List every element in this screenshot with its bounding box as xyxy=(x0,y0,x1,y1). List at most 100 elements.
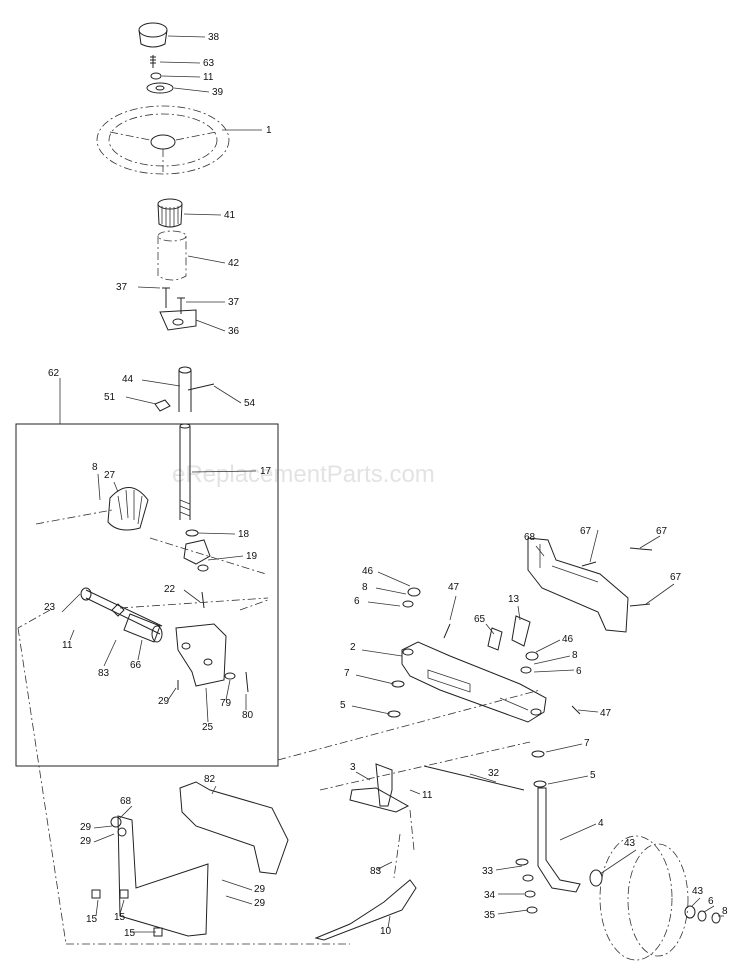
callout-labels: 38 63 11 39 1 41 42 37 37 36 62 44 51 54… xyxy=(44,32,728,939)
callout-67-b: 67 xyxy=(656,526,668,537)
leader-line xyxy=(485,623,495,635)
washer-11 xyxy=(150,72,162,80)
assembly-lines xyxy=(17,627,541,945)
callout-82: 82 xyxy=(204,774,216,785)
screw-22 xyxy=(201,591,205,609)
callout-8-inset: 8 xyxy=(92,462,98,473)
callout-65: 65 xyxy=(474,614,486,625)
leader-line xyxy=(137,286,161,289)
leader-line xyxy=(195,319,226,332)
callout-46-top: 46 xyxy=(362,566,374,577)
leader-line xyxy=(113,481,119,493)
centerline-b xyxy=(17,597,269,629)
bracket-36 xyxy=(159,309,197,331)
callout-66: 66 xyxy=(130,660,142,671)
leader-line xyxy=(119,899,125,915)
callout-51: 51 xyxy=(104,392,116,403)
leader-line xyxy=(355,771,371,781)
leader-line xyxy=(187,255,226,264)
leader-line xyxy=(205,687,209,723)
nut-51 xyxy=(154,399,171,412)
leader-line xyxy=(559,823,597,841)
callout-67-c: 67 xyxy=(670,572,682,583)
leader-line xyxy=(377,571,411,587)
leader-line xyxy=(167,687,177,701)
leader-line xyxy=(355,674,395,685)
callout-11-inset: 11 xyxy=(62,640,73,651)
callout-27: 27 xyxy=(104,470,116,481)
callout-6-right: 6 xyxy=(576,666,582,677)
washers-left xyxy=(387,587,421,718)
callout-19: 19 xyxy=(246,551,258,562)
steering-wheel-1 xyxy=(96,105,230,175)
callout-79: 79 xyxy=(220,698,232,709)
leader-line xyxy=(577,709,599,713)
callout-80: 80 xyxy=(242,710,254,721)
inset-box xyxy=(15,423,279,767)
leader-line xyxy=(197,532,236,535)
callout-43-b: 43 xyxy=(692,886,704,897)
centerline-c xyxy=(393,809,415,879)
callout-42: 42 xyxy=(228,258,240,269)
leader-line xyxy=(409,789,421,795)
callout-46-right: 46 xyxy=(562,634,574,645)
leader-line xyxy=(69,629,75,641)
gear-27 xyxy=(107,487,149,531)
drag-link-32 xyxy=(423,765,525,791)
leader-line xyxy=(141,379,181,387)
leader-line xyxy=(535,639,561,653)
callout-32: 32 xyxy=(488,768,500,779)
leader-line xyxy=(93,825,113,829)
leader-line xyxy=(361,649,403,657)
callout-47-top: 47 xyxy=(448,582,460,593)
callout-15-a: 15 xyxy=(86,914,98,925)
callout-43-a: 43 xyxy=(624,838,636,849)
callout-29-c: 29 xyxy=(254,884,266,895)
axle-support-68 xyxy=(527,537,629,633)
pinion-19 xyxy=(183,539,211,572)
callout-37-right: 37 xyxy=(228,297,240,308)
centerline-a xyxy=(35,509,267,575)
bolt-80 xyxy=(245,671,249,693)
spindle-3 xyxy=(349,763,410,813)
washers-right xyxy=(520,651,547,788)
roller-66 xyxy=(123,613,163,643)
callout-11-lower: 11 xyxy=(422,790,433,801)
callout-5-left: 5 xyxy=(340,700,346,711)
callout-22: 22 xyxy=(164,584,176,595)
leader-line xyxy=(497,909,529,915)
leader-line xyxy=(225,895,253,905)
leader-line xyxy=(159,61,201,64)
callout-13: 13 xyxy=(508,594,520,605)
leader-line xyxy=(599,849,637,875)
leader-line xyxy=(547,775,589,785)
leader-line xyxy=(103,639,117,667)
screw-63 xyxy=(150,55,156,68)
callout-23: 23 xyxy=(44,602,56,613)
leader-line xyxy=(691,897,701,907)
leader-line xyxy=(173,87,210,93)
leader-line xyxy=(97,473,101,501)
front-axle-2 xyxy=(401,641,547,723)
callout-54: 54 xyxy=(244,398,256,409)
callout-34: 34 xyxy=(484,890,496,901)
callout-44: 44 xyxy=(122,374,134,385)
callout-8-right: 8 xyxy=(572,650,578,661)
leader-line xyxy=(93,833,115,843)
bracket-68-lower xyxy=(110,815,209,937)
leader-line xyxy=(161,75,201,78)
callout-6-top: 6 xyxy=(354,596,360,607)
leader-line xyxy=(225,679,231,701)
leader-line xyxy=(533,669,575,673)
bolt-79 xyxy=(224,672,236,680)
callout-18: 18 xyxy=(238,529,250,540)
leader-line xyxy=(213,385,242,404)
callout-37-left: 37 xyxy=(116,282,128,293)
leader-line xyxy=(469,773,497,783)
leader-line xyxy=(535,545,545,557)
leader-line xyxy=(639,535,661,549)
callout-1: 1 xyxy=(266,125,272,136)
leader-line xyxy=(589,529,599,563)
callout-29-d: 29 xyxy=(254,898,266,909)
leader-line xyxy=(125,396,157,405)
